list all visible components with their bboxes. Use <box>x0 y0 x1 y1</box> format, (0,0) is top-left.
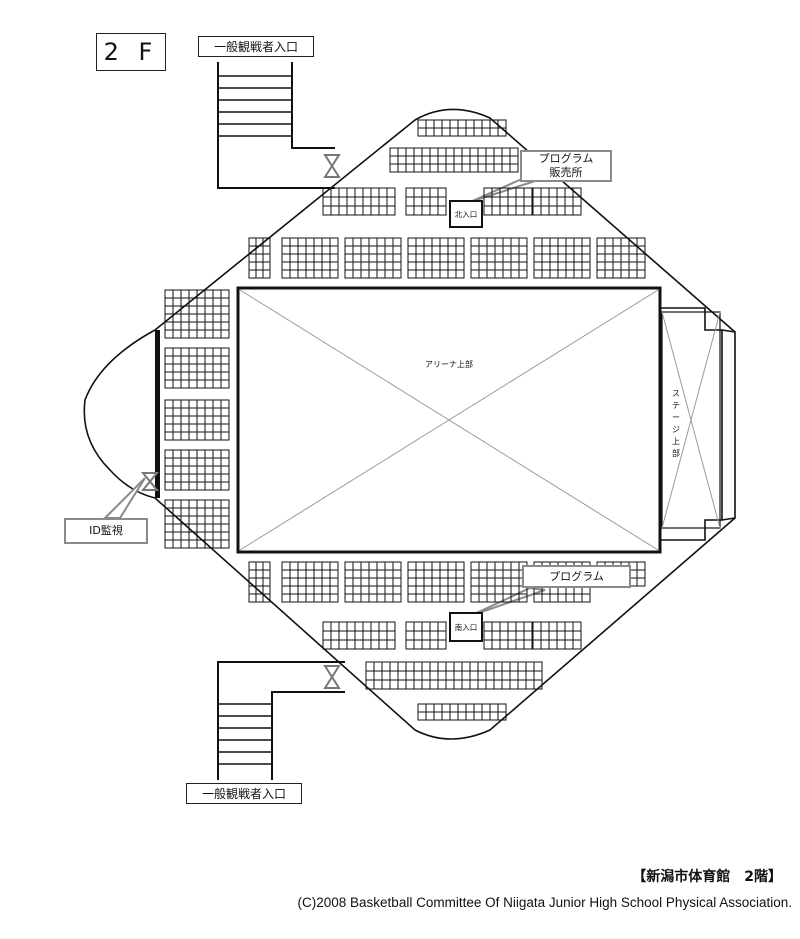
seat-block <box>407 237 465 279</box>
stairs-icon <box>217 62 335 189</box>
copyright-notice: (C)2008 Basketball Committee Of Niigata … <box>297 895 792 910</box>
seat-block <box>322 621 396 650</box>
seat-block <box>281 561 339 603</box>
seat-block <box>344 561 402 603</box>
floor-label: 2 F <box>96 33 166 71</box>
seat-block <box>365 661 543 690</box>
seat-block <box>483 621 533 650</box>
seat-block <box>322 187 396 216</box>
seat-block <box>532 187 582 216</box>
seat-block <box>248 561 271 603</box>
seat-block <box>405 621 447 650</box>
arena-label: アリーナ上部 <box>425 360 473 369</box>
seat-block <box>405 187 447 216</box>
seat-block <box>417 703 507 721</box>
seat-block <box>483 187 533 216</box>
south-entrance-label: 南入口 <box>449 612 483 642</box>
program-sales-line1: プログラム <box>538 152 594 165</box>
program-label: プログラム <box>549 569 604 583</box>
seat-block <box>596 237 646 279</box>
seat-block <box>470 237 528 279</box>
stage <box>661 311 721 529</box>
venue-title: 【新潟市体育館 2階】 <box>632 869 782 885</box>
general-entrance-bottom-label: 一般観戦者入口 <box>186 783 302 804</box>
seat-block <box>389 147 519 173</box>
seat-block <box>164 449 230 491</box>
hourglass-gate-icon <box>323 154 341 178</box>
program-sales-callout: プログラム 販売所 <box>520 150 612 182</box>
seat-block <box>407 561 465 603</box>
seat-block <box>164 399 230 441</box>
seat-block <box>248 237 271 279</box>
program-sales-line2: 販売所 <box>549 166 583 179</box>
seat-block <box>344 237 402 279</box>
seat-block <box>164 499 230 549</box>
seat-block <box>164 347 230 389</box>
id-check-label: ID監視 <box>89 524 123 537</box>
general-entrance-top-label: 一般観戦者入口 <box>198 36 314 57</box>
arena <box>236 286 662 554</box>
seat-block <box>164 289 230 339</box>
seat-block <box>281 237 339 279</box>
id-check-callout: ID監視 <box>64 518 148 544</box>
stairs-icon <box>217 661 345 780</box>
program-callout: プログラム <box>522 565 631 588</box>
seat-block <box>470 561 528 603</box>
stage-label: ステージ上部 <box>672 389 680 458</box>
hourglass-gate-icon <box>140 472 160 491</box>
seat-block <box>417 119 507 137</box>
seat-block <box>533 237 591 279</box>
hourglass-gate-icon <box>323 665 341 689</box>
north-entrance-label: 北入口 <box>449 200 483 228</box>
seat-block <box>532 621 582 650</box>
